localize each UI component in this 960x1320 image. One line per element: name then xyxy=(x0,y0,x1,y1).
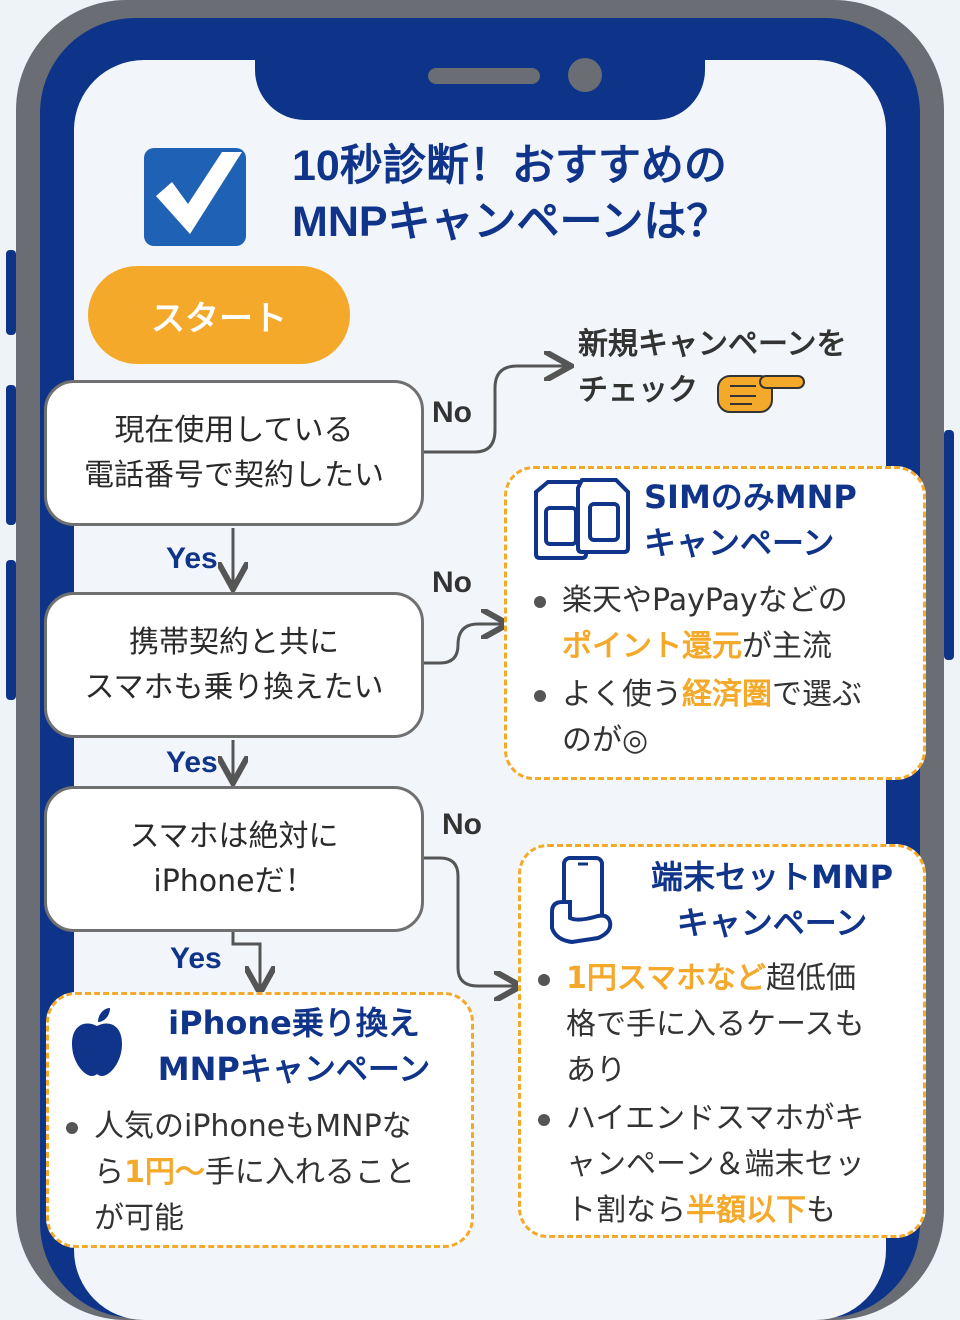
bullet-dot xyxy=(538,1114,550,1126)
device-set-title-line-1: 端末セットMNP xyxy=(650,858,894,896)
iphone-bullet-1: 人気のiPhoneもMNPな ら1円〜手に入れること が可能 xyxy=(94,1104,415,1242)
highlight-one-yen-phone: 1円スマホなど xyxy=(566,961,766,996)
question-2-line-1: 携帯契約と共に xyxy=(129,625,339,660)
no-label: No xyxy=(432,566,472,599)
no-label: No xyxy=(432,396,472,429)
smartphone-in-hand-icon xyxy=(550,856,613,944)
flow-connectors xyxy=(0,0,960,1280)
bullet-dot xyxy=(66,1122,78,1134)
yes-label: Yes xyxy=(166,542,218,575)
apple-icon xyxy=(72,1008,122,1076)
iphone-title-line-1: iPhone乗り換え xyxy=(168,1004,420,1042)
device-bullet-2-head: ト割なら xyxy=(566,1193,686,1228)
sim-bullet-2-line-2: のが◎ xyxy=(562,723,649,758)
device-bullet-2: ハイエンドスマホがキ ャンペーン＆端末セッ ト割なら半額以下も xyxy=(566,1096,865,1234)
yes-label: Yes xyxy=(166,746,218,779)
bullet-dot xyxy=(534,690,546,702)
camera-icon xyxy=(568,58,602,92)
highlight-point-reward: ポイント還元 xyxy=(562,629,742,664)
iphone-bullet-1-head: ら xyxy=(94,1155,124,1190)
device-bullet-1-line-2: 格で手に入るケースも xyxy=(566,1007,865,1042)
sim-only-title-line-1: SIMのみMNP xyxy=(644,478,857,516)
sim-bullet-1-line-2: ポイント還元が主流 xyxy=(562,624,848,670)
sim-bullet-1-tail: が主流 xyxy=(742,629,832,664)
highlight-one-yen: 1円〜 xyxy=(124,1155,205,1190)
side-button xyxy=(6,560,16,700)
iphone-title-line-2: MNPキャンペーン xyxy=(157,1050,431,1088)
device-bullet-1-line-1: 1円スマホなど超低価 xyxy=(566,956,865,1002)
question-1-line-1: 現在使用している xyxy=(114,413,354,448)
checkmark-icon xyxy=(144,148,246,246)
device-set-title: 端末セットMNP キャンペーン xyxy=(632,854,912,946)
question-1-line-2: 電話番号で契約したい xyxy=(84,458,384,493)
new-campaign-line-1: 新規キャンペーンを xyxy=(578,327,847,362)
title-line-1: 10秒診断！おすすめの xyxy=(292,142,727,190)
iphone-bullet-1-tail: 手に入れること xyxy=(204,1155,415,1190)
device-set-title-line-2: キャンペーン xyxy=(676,904,868,942)
device-bullet-2-line-3: ト割なら半額以下も xyxy=(566,1188,865,1234)
pointing-hand-icon xyxy=(717,375,805,413)
question-box-1: 現在使用している 電話番号で契約したい xyxy=(44,380,424,526)
page-title: 10秒診断！おすすめの MNPキャンペーンは？ xyxy=(292,138,892,250)
yes-label: Yes xyxy=(170,942,222,975)
sim-bullet-2-line-1: よく使う経済圏で選ぶ xyxy=(562,672,862,718)
sim-bullet-2-head: よく使う xyxy=(562,677,682,712)
device-bullet-1-line-3: あり xyxy=(566,1053,626,1088)
sim-bullet-2: よく使う経済圏で選ぶ のが◎ xyxy=(562,672,862,764)
iphone-bullet-1-line-1: 人気のiPhoneもMNPな xyxy=(94,1109,412,1144)
bullet-dot xyxy=(534,596,546,608)
highlight-half-price: 半額以下 xyxy=(686,1193,806,1228)
sim-bullet-2-tail: で選ぶ xyxy=(772,677,862,712)
device-bullet-2-line-2: ャンペーン＆端末セッ xyxy=(566,1147,865,1182)
side-button xyxy=(6,250,16,335)
device-bullet-1: 1円スマホなど超低価 格で手に入るケースも あり xyxy=(566,956,865,1094)
sim-only-title: SIMのみMNP キャンペーン xyxy=(644,474,857,566)
highlight-economy: 経済圏 xyxy=(682,677,772,712)
sim-only-title-line-2: キャンペーン xyxy=(644,524,835,562)
question-3-line-2: iPhoneだ！ xyxy=(153,864,315,899)
sim-bullet-1-line-1: 楽天やPayPayなどの xyxy=(562,583,848,618)
sim-card-icon xyxy=(534,478,630,560)
device-bullet-2-line-1: ハイエンドスマホがキ xyxy=(566,1101,865,1136)
speaker-grille xyxy=(428,68,540,84)
question-box-3: スマホは絶対に iPhoneだ！ xyxy=(44,786,424,932)
iphone-title: iPhone乗り換え MNPキャンペーン xyxy=(134,1000,454,1092)
start-pill: スタート xyxy=(88,266,350,364)
new-campaign-line-2: チェック xyxy=(578,373,698,408)
no-label: No xyxy=(442,808,482,841)
question-3-line-1: スマホは絶対に xyxy=(129,819,339,854)
question-2-line-2: スマホも乗り換えたい xyxy=(84,670,384,705)
device-bullet-1-tail: 超低価 xyxy=(765,961,856,996)
iphone-bullet-1-line-2: ら1円〜手に入れること xyxy=(94,1150,415,1196)
iphone-bullet-1-line-3: が可能 xyxy=(94,1201,184,1236)
side-button xyxy=(944,430,954,660)
sim-bullet-1: 楽天やPayPayなどの ポイント還元が主流 xyxy=(562,578,848,670)
question-box-2: 携帯契約と共に スマホも乗り換えたい xyxy=(44,592,424,738)
bullet-dot xyxy=(538,974,550,986)
new-campaign-note: 新規キャンペーンを チェック xyxy=(578,322,847,414)
device-bullet-2-tail: も xyxy=(806,1193,836,1228)
title-line-2: MNPキャンペーンは？ xyxy=(292,198,730,246)
side-button xyxy=(6,385,16,525)
